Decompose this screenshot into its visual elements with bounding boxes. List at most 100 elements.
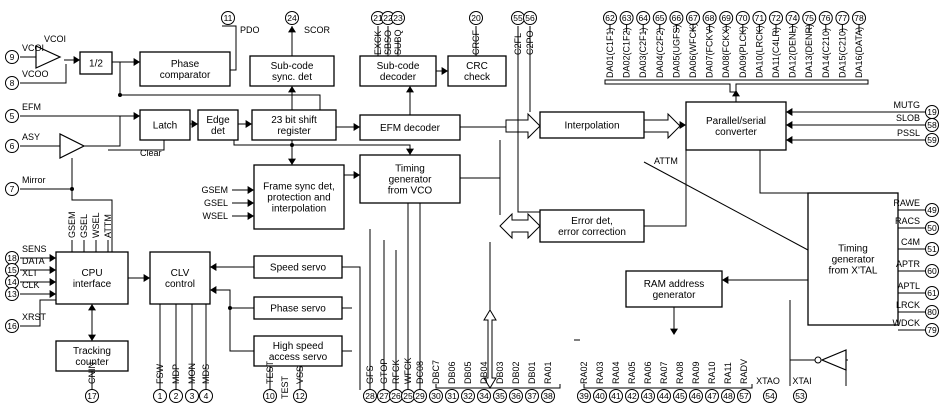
pin-bus-75: 75 bbox=[802, 11, 817, 25]
pin-pssl: 59 bbox=[925, 133, 939, 147]
signal-label: VCOI bbox=[22, 43, 44, 53]
pin-rawe: 49 bbox=[925, 203, 939, 217]
pin-vcoi: 9 bbox=[5, 50, 19, 64]
pin-ra02: 39 bbox=[577, 389, 591, 403]
svg-text:64: 64 bbox=[638, 13, 648, 23]
pin-mutg: 19 bbox=[925, 105, 939, 119]
svg-text:14: 14 bbox=[7, 277, 17, 287]
pin-mon: 3 bbox=[185, 389, 199, 403]
svg-text:59: 59 bbox=[927, 135, 937, 145]
pin-bus-71: 71 bbox=[752, 11, 767, 25]
svg-text:7: 7 bbox=[10, 184, 15, 194]
svg-text:79: 79 bbox=[927, 325, 937, 335]
block-label: generator bbox=[653, 290, 696, 301]
block-label: EFM decoder bbox=[380, 123, 441, 134]
svg-text:54: 54 bbox=[765, 391, 775, 401]
block-label: det bbox=[211, 126, 225, 137]
pin-bus-67: 67 bbox=[686, 11, 700, 25]
pin-db05: 32 bbox=[461, 389, 475, 403]
pin-bus-69: 69 bbox=[719, 11, 734, 25]
svg-text:34: 34 bbox=[479, 391, 489, 401]
svg-text:37: 37 bbox=[527, 391, 537, 401]
signal-label: ASY bbox=[22, 132, 40, 142]
svg-text:67: 67 bbox=[688, 13, 698, 23]
svg-text:24: 24 bbox=[287, 13, 297, 23]
block-label: protection and bbox=[267, 193, 330, 204]
pin-rfck: 26 bbox=[389, 389, 403, 403]
svg-text:8: 8 bbox=[10, 78, 15, 88]
svg-text:63: 63 bbox=[622, 13, 632, 23]
svg-text:9: 9 bbox=[10, 52, 15, 62]
svg-text:49: 49 bbox=[927, 205, 937, 215]
svg-text:2: 2 bbox=[174, 391, 179, 401]
block-label: register bbox=[277, 126, 311, 137]
signal-label: SENS bbox=[22, 244, 47, 254]
svg-text:48: 48 bbox=[723, 391, 733, 401]
pin-ra11: 48 bbox=[721, 389, 735, 403]
pin-aptl: 61 bbox=[925, 286, 939, 300]
svg-text:60: 60 bbox=[927, 266, 937, 276]
svg-text:56: 56 bbox=[525, 13, 535, 23]
block-error: Error det,error correction bbox=[539, 209, 645, 243]
signal-label: RA05 bbox=[627, 361, 637, 384]
block-label: generator bbox=[832, 255, 875, 266]
pin-c2po: 56 bbox=[523, 11, 537, 25]
block-label: Timing bbox=[838, 244, 868, 255]
svg-text:57: 57 bbox=[739, 391, 749, 401]
pin-ra09: 46 bbox=[689, 389, 703, 403]
svg-text:74: 74 bbox=[788, 13, 798, 23]
pin-data: 15 bbox=[5, 263, 19, 277]
svg-text:26: 26 bbox=[391, 391, 401, 401]
signal-label: DB04 bbox=[479, 361, 489, 384]
signal-label: PDO bbox=[240, 25, 260, 35]
block-label: Error det, bbox=[571, 216, 613, 227]
pin-ra03: 40 bbox=[593, 389, 607, 403]
svg-text:5: 5 bbox=[10, 111, 15, 121]
svg-text:22: 22 bbox=[383, 13, 393, 23]
pin-bus-70: 70 bbox=[735, 11, 750, 25]
signal-label: C2PO bbox=[525, 30, 535, 55]
pin-mirror: 7 bbox=[5, 182, 19, 196]
signal-label: RAWE bbox=[893, 198, 920, 208]
svg-text:65: 65 bbox=[655, 13, 665, 23]
signal-label: DA08(FCKX) bbox=[721, 25, 731, 78]
signal-label: C2FL bbox=[513, 33, 523, 55]
block-label: CLV bbox=[171, 268, 190, 279]
svg-text:4: 4 bbox=[204, 391, 209, 401]
svg-text:25: 25 bbox=[403, 391, 413, 401]
signal-label: RADV bbox=[739, 359, 749, 384]
signal-label: DA09(PLCK) bbox=[738, 26, 748, 78]
block-label: check bbox=[464, 72, 491, 83]
svg-text:66: 66 bbox=[672, 13, 682, 23]
svg-text:15: 15 bbox=[7, 265, 17, 275]
signal-label: DA16(DATA) bbox=[854, 27, 864, 78]
signal-label: DA03(C2F1) bbox=[638, 27, 648, 78]
pin-bus-62: 62 bbox=[603, 11, 617, 25]
svg-text:41: 41 bbox=[611, 391, 621, 401]
block-label: Interpolation bbox=[564, 121, 619, 132]
svg-text:77: 77 bbox=[838, 13, 848, 23]
signal-label: RA03 bbox=[595, 361, 605, 384]
signal-label: RA09 bbox=[691, 361, 701, 384]
svg-text:75: 75 bbox=[804, 13, 814, 23]
block-frame: Frame sync det,protection andinterpolati… bbox=[253, 164, 345, 230]
pin-asy: 6 bbox=[5, 139, 19, 153]
pin-bus-68: 68 bbox=[702, 11, 717, 25]
pin-wfck: 25 bbox=[401, 389, 415, 403]
signal-label: RA02 bbox=[579, 361, 589, 384]
block-label: CRC bbox=[466, 61, 488, 72]
block-phase-servo: Phase servo bbox=[253, 296, 343, 320]
pin-dc08: 29 bbox=[413, 389, 427, 403]
signal-label: CNIN bbox=[87, 362, 97, 384]
signal-label: CLK bbox=[22, 280, 40, 290]
block-label: from VCO bbox=[388, 186, 433, 197]
pin-vcoo: 8 bbox=[5, 76, 19, 90]
block-label: CPU bbox=[81, 268, 102, 279]
pin-aptr: 60 bbox=[925, 264, 939, 278]
block-label: 23 bit shift bbox=[271, 115, 317, 126]
signal-label: WDCK bbox=[893, 318, 921, 328]
